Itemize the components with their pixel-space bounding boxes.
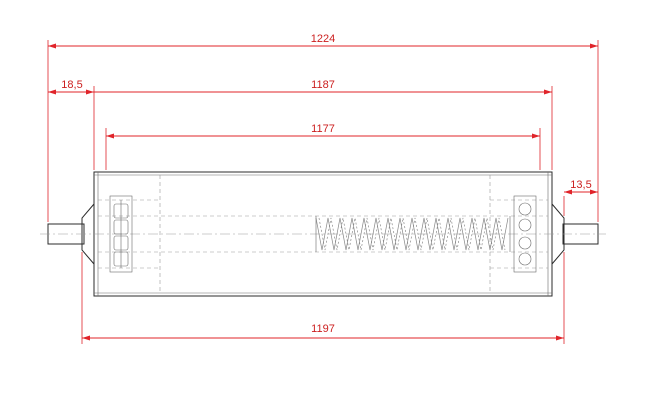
extension-lines <box>47 40 599 344</box>
left-bearing <box>109 195 133 273</box>
dimension-bottom-length: 1197 <box>82 323 564 341</box>
dimension-tube-length: 1187 <box>94 79 552 95</box>
dimension-right-protrusion: 13,5 <box>564 179 598 195</box>
roller-assembly <box>40 171 606 297</box>
dim-text-overall: 1224 <box>311 33 335 45</box>
dimension-left-protrusion: 18,5 <box>48 79 94 95</box>
right-bearing <box>513 195 537 273</box>
dim-text-tube-length: 1187 <box>311 79 335 91</box>
dimension-overall: 1224 <box>48 33 598 49</box>
dim-text-bottom-length: 1197 <box>311 323 335 335</box>
spring <box>315 217 509 251</box>
dim-text-right-protrusion: 13,5 <box>570 179 591 191</box>
dimension-inner-length: 1177 <box>106 123 540 139</box>
dim-text-left-protrusion: 18,5 <box>61 79 82 91</box>
spring-back <box>318 217 506 251</box>
dim-text-inner-length: 1177 <box>311 123 335 135</box>
